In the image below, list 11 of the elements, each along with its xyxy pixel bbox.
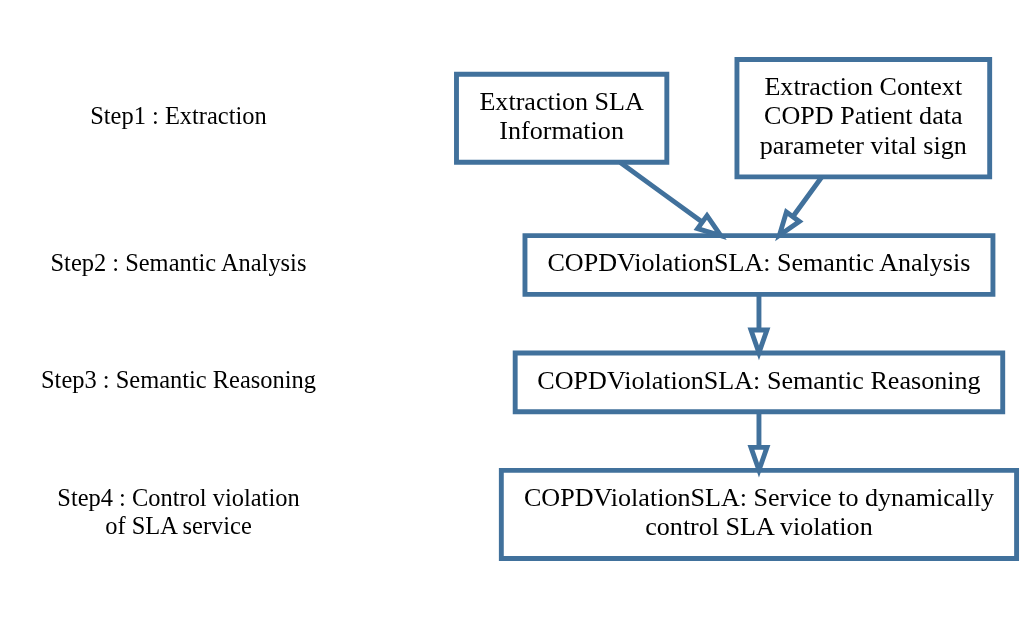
node-box: Extraction Context COPD Patient data parameter vital sign bbox=[734, 57, 993, 180]
label: Step3 : Semantic Reasoning bbox=[41, 366, 316, 394]
node-box: COPDViolationSLA: Semantic Analysis bbox=[522, 233, 996, 297]
arrow bbox=[747, 411, 771, 478]
node-box: COPDViolationSLA: Semantic Reasoning bbox=[512, 350, 1006, 415]
label: Step4 : Control violation of SLA service bbox=[57, 484, 300, 540]
label: Step1 : Extraction bbox=[90, 101, 267, 129]
arrow bbox=[747, 294, 771, 361]
label: Step2 : Semantic Analysis bbox=[50, 248, 307, 276]
node-box: Extraction SLA Information bbox=[454, 71, 670, 165]
node-box: COPDViolationSLA: Service to dynamically control SLA violation bbox=[498, 468, 1020, 561]
